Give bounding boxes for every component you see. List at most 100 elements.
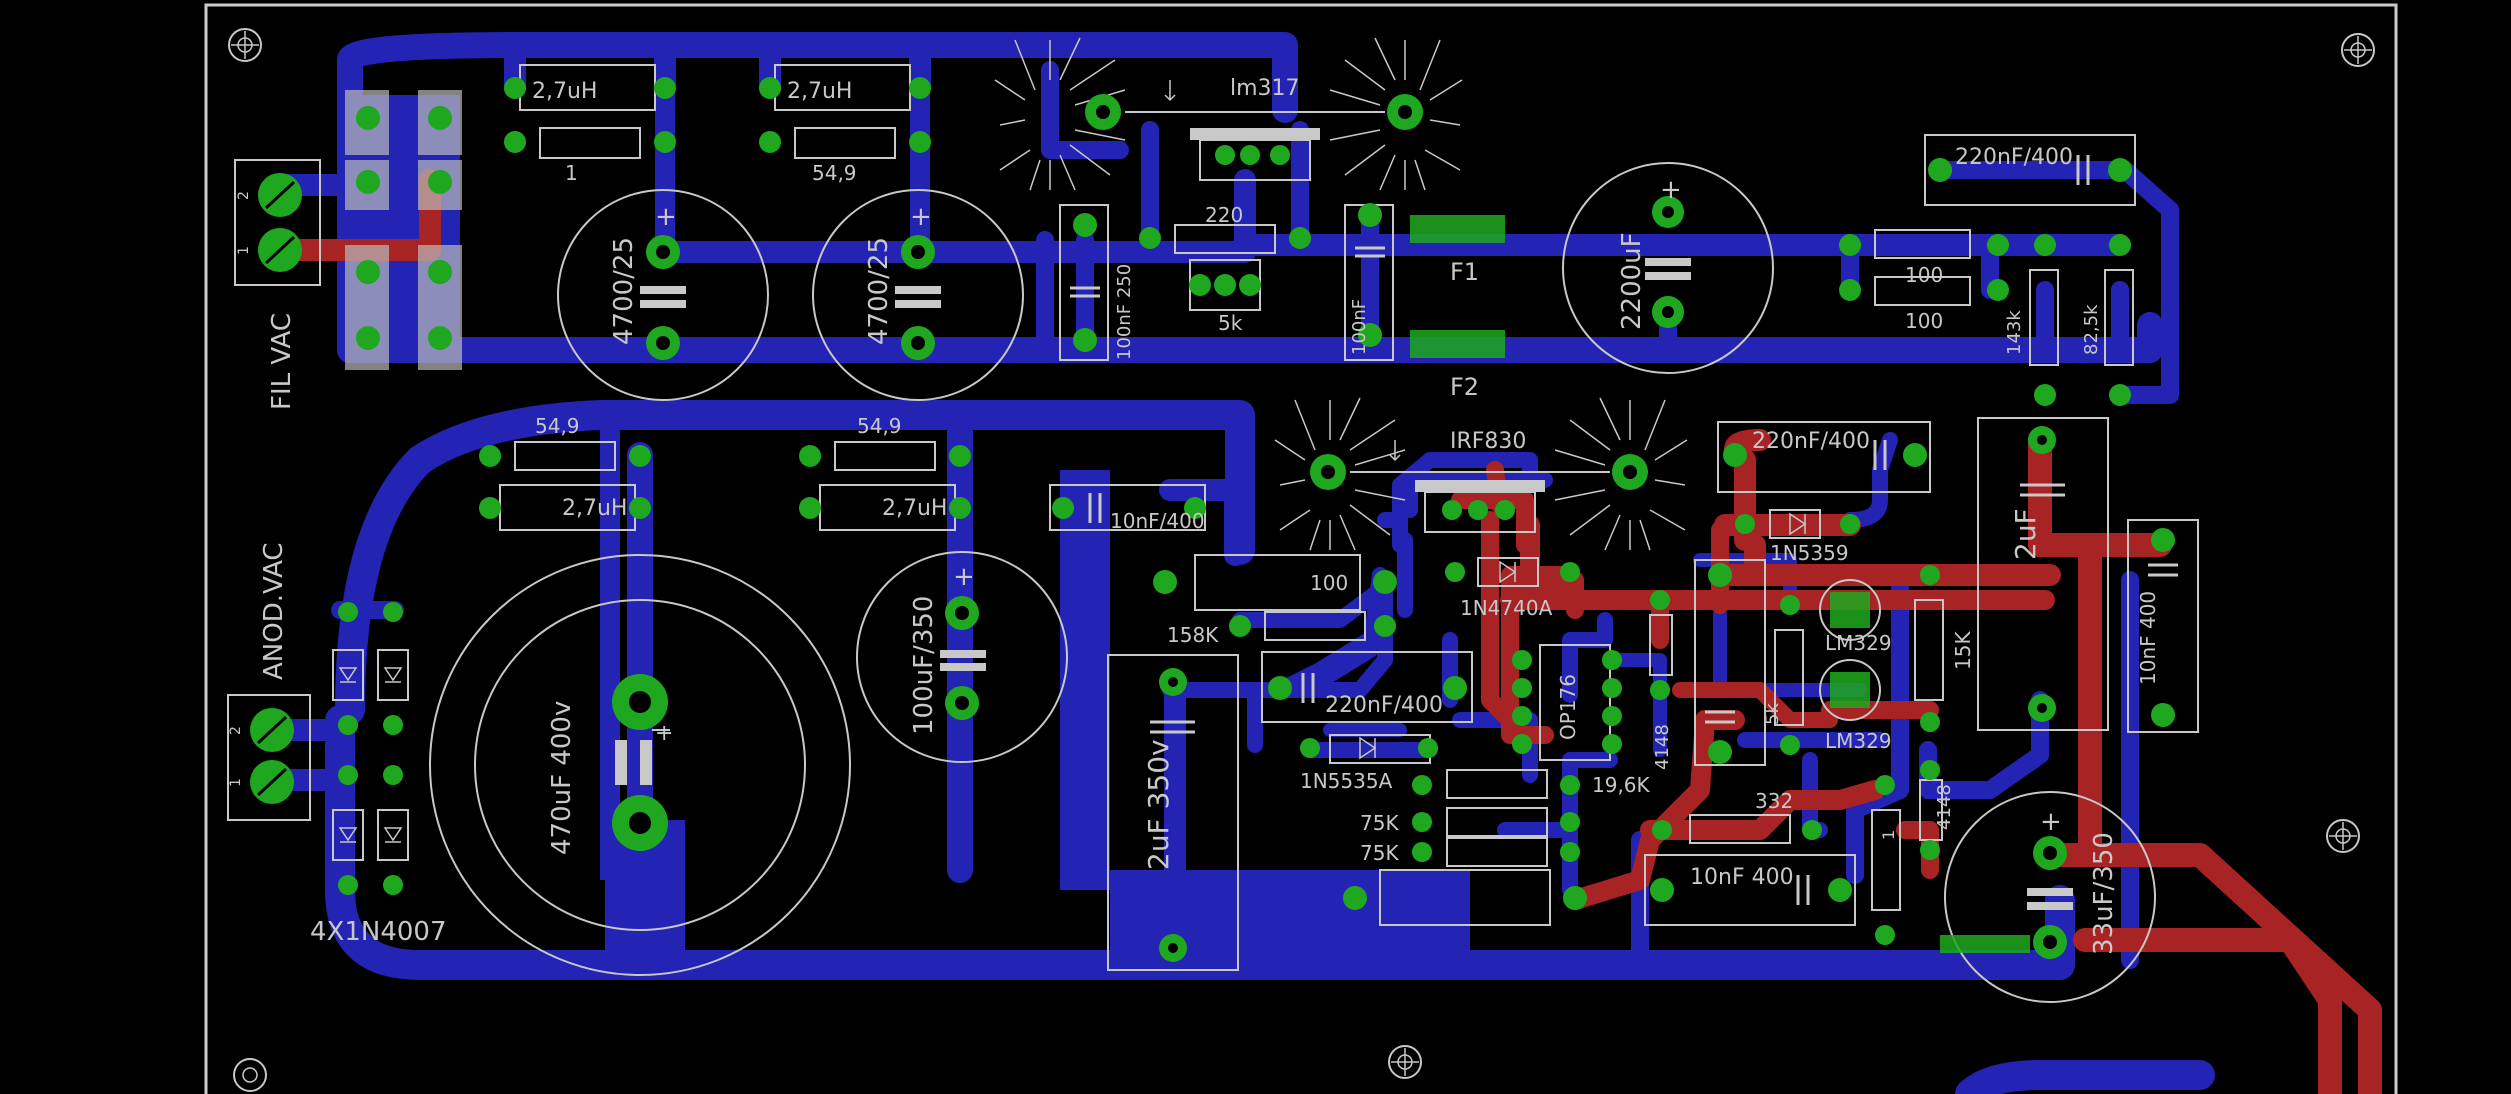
svg-text:75K: 75K <box>1360 811 1399 835</box>
svg-text:82,5k: 82,5k <box>2081 304 2102 355</box>
svg-text:4148: 4148 <box>1934 784 1955 830</box>
resistor-158k: 158K <box>1167 611 1396 647</box>
svg-text:+: + <box>1660 175 1682 205</box>
resistor-bottom-mid <box>1343 869 1587 926</box>
svg-text:lm317: lm317 <box>1230 76 1300 101</box>
svg-text:220: 220 <box>1205 203 1243 227</box>
svg-text:54,9: 54,9 <box>857 414 902 438</box>
capacitor-33uf350: + 33uF/350 <box>1940 791 2156 1003</box>
mount-hole-bl <box>233 1058 267 1092</box>
svg-text:33uF/350: 33uF/350 <box>2089 832 2119 955</box>
svg-text:54,9: 54,9 <box>535 414 580 438</box>
svg-text:5k: 5k <box>1218 311 1243 335</box>
svg-text:2: 2 <box>236 191 252 200</box>
capacitor-220nf400a: 220nF/400 <box>1924 134 2136 206</box>
svg-text:54,9: 54,9 <box>812 161 857 185</box>
bridge-label: 4X1N4007 <box>310 917 447 947</box>
svg-text:100nF: 100nF <box>1349 299 1370 355</box>
capacitor-100nf250: 100nF 250 <box>1059 204 1135 361</box>
resistor-100a: 100 <box>1839 229 2009 287</box>
capacitor-10nf400c: 10nF 400 <box>2127 519 2199 733</box>
svg-text:LM329: LM329 <box>1825 729 1892 753</box>
svg-text:F1: F1 <box>1450 258 1479 286</box>
svg-text:10nF 400: 10nF 400 <box>2136 591 2160 685</box>
svg-text:2,7uH: 2,7uH <box>787 79 852 104</box>
svg-text:1: 1 <box>1879 830 1898 840</box>
fil-rectifier-diodes <box>345 90 462 370</box>
svg-text:1: 1 <box>236 246 252 255</box>
irf830-heatsink: IRF830 <box>1274 397 1688 551</box>
svg-text:1: 1 <box>228 778 244 787</box>
svg-text:10nF 400: 10nF 400 <box>1690 865 1794 890</box>
capacitor-4700b: + 4700/25 <box>812 189 1024 401</box>
resistor-100b: 100 <box>1839 276 2009 333</box>
resistor-r1: 1 <box>504 127 676 185</box>
svg-text:75K: 75K <box>1360 841 1399 865</box>
svg-text:100: 100 <box>1905 263 1943 287</box>
board-outline <box>204 3 2398 1094</box>
svg-text:100: 100 <box>1310 571 1348 595</box>
svg-text:2200uF: 2200uF <box>1617 232 1647 330</box>
svg-text:220nF/400: 220nF/400 <box>1955 145 2073 170</box>
diode-1n5535a: 1N5535A <box>1300 734 1438 793</box>
mount-hole-bm <box>1388 1045 1422 1079</box>
capacitor-4700a: + 4700/25 <box>557 189 769 401</box>
mount-hole-tr <box>2341 33 2375 67</box>
diode-1n4740a: 1N4740A <box>1445 557 1580 620</box>
svg-text:F2: F2 <box>1450 373 1479 401</box>
capacitor-470uf: + 470uF 400v <box>429 554 851 976</box>
svg-text:4148: 4148 <box>1652 724 1673 770</box>
svg-text:+: + <box>655 202 677 232</box>
resistor-82k: 82,5k <box>2081 234 2134 406</box>
ref-lm329b: LM329 <box>1819 659 1892 753</box>
svg-text:470uF 400v: 470uF 400v <box>547 701 577 855</box>
resistor-75k-group: 75K 75K <box>1360 769 1580 867</box>
svg-text:100nF 250: 100nF 250 <box>1114 264 1135 360</box>
trimmer-5k: 5k <box>1189 259 1261 335</box>
anod-vac-connector: 2 1 <box>227 694 311 821</box>
svg-text:+: + <box>2040 807 2062 837</box>
fuse-f1: F1 <box>1410 215 1505 286</box>
svg-text:2,7uH: 2,7uH <box>562 496 627 521</box>
svg-text:100uF/350: 100uF/350 <box>909 596 939 735</box>
svg-text:15K: 15K <box>1951 631 1975 670</box>
capacitor-220nf400b: 220nF/400 <box>1261 651 1473 723</box>
capacitor-2uf: 2uF <box>1977 417 2109 731</box>
capacitor-10nf400a: 10nF/400 <box>1049 484 1206 533</box>
capacitor-2uf350: 2uF 350v <box>1107 654 1239 971</box>
svg-text:1N4740A: 1N4740A <box>1460 596 1553 620</box>
svg-text:+: + <box>953 562 975 592</box>
capacitor-220nf400c: 220nF/400 <box>1717 421 1931 493</box>
inductor-l1: 2,7uH <box>504 64 676 111</box>
svg-text:158K: 158K <box>1167 623 1219 647</box>
resistor-r2: 54,9 <box>759 127 931 185</box>
svg-text:1N5359: 1N5359 <box>1770 541 1849 565</box>
ref-lm329a: LM329 <box>1819 579 1892 655</box>
lm317-heatsink: lm317 <box>994 37 1463 191</box>
capacitor-film-center <box>1694 559 1766 766</box>
resistor-5k: 5k <box>1762 595 1804 755</box>
resistor-332: 332 <box>1652 789 1822 844</box>
capacitor-100nf: 100nF <box>1344 203 1394 361</box>
svg-text:2,7uH: 2,7uH <box>882 496 947 521</box>
diode-4148a: 4148 <box>1649 590 1673 770</box>
mount-hole-tl <box>228 28 262 62</box>
svg-text:143k: 143k <box>2004 310 2025 355</box>
svg-text:220nF/400: 220nF/400 <box>1325 693 1443 718</box>
r19k-label: 19,6K <box>1592 773 1651 797</box>
anod-vac-label: ANOD.VAC <box>259 542 289 680</box>
diode-1n5359: 1N5359 <box>1735 509 1860 565</box>
svg-text:2: 2 <box>228 726 244 735</box>
svg-text:IRF830: IRF830 <box>1450 429 1526 454</box>
resistor-100c: 100 <box>1153 554 1397 611</box>
svg-text:+: + <box>910 202 932 232</box>
svg-text:+: + <box>655 721 673 746</box>
capacitor-10nf400b: 10nF 400 <box>1644 854 1856 926</box>
svg-text:4700/25: 4700/25 <box>609 237 639 345</box>
svg-text:OP176: OP176 <box>1556 674 1580 740</box>
capacitor-100uf350: + 100uF/350 <box>856 551 1068 763</box>
svg-text:220nF/400: 220nF/400 <box>1752 429 1870 454</box>
capacitor-2200uf: + 2200uF <box>1562 162 1774 374</box>
svg-text:10nF/400: 10nF/400 <box>1110 509 1205 533</box>
